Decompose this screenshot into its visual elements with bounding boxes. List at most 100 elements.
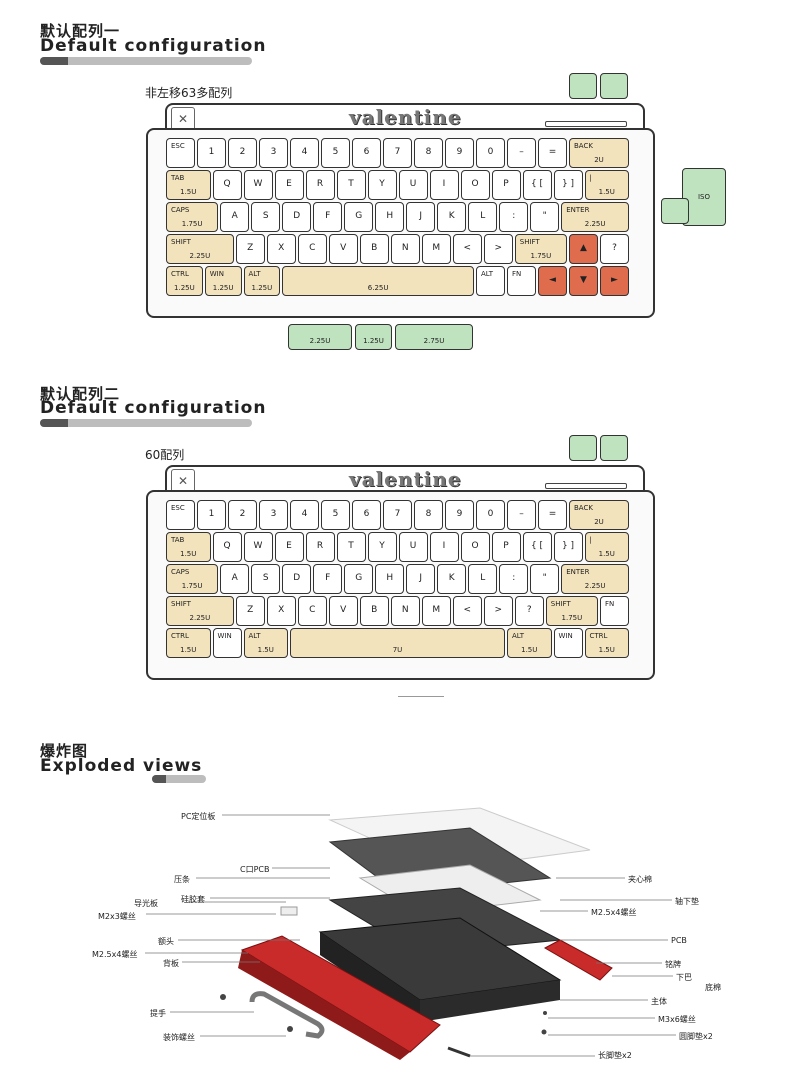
kb1-key-r2-4: F bbox=[313, 202, 343, 232]
red-back-side bbox=[238, 950, 410, 1060]
kb1-key-r1-9: O bbox=[460, 170, 490, 200]
section1-title-en: Default configuration bbox=[40, 36, 267, 56]
key-size-label: 1.5U bbox=[598, 188, 615, 196]
kb1-key-r0-1: 1 bbox=[197, 138, 226, 168]
key-label: T bbox=[348, 179, 354, 189]
key-size-label: 2.25U bbox=[189, 252, 211, 260]
kb2-key-r3-8: < bbox=[452, 596, 482, 626]
kb1-key-r1-12: } ] bbox=[553, 170, 583, 200]
kb1-key-r3-3: C bbox=[297, 234, 327, 264]
key-size-label: 2U bbox=[594, 518, 604, 526]
kb2-key-r1-1: Q bbox=[212, 532, 242, 562]
kb2-key-r3-12: FN bbox=[600, 596, 629, 626]
key-label: K bbox=[448, 573, 455, 583]
section2-title-cn: 默认配列二 bbox=[40, 385, 121, 403]
kb2-key-r2-11: " bbox=[530, 564, 560, 594]
kb2-key-r1-5: T bbox=[336, 532, 366, 562]
key-label: M bbox=[432, 243, 441, 253]
key-label: | bbox=[589, 174, 592, 182]
key-label: U bbox=[409, 179, 417, 189]
section1-layout-name: 非左移63多配列 bbox=[145, 86, 233, 100]
key-size-label: 6.25U bbox=[367, 284, 389, 292]
key-label: SHIFT bbox=[550, 600, 571, 608]
key-label: > bbox=[494, 243, 503, 253]
key-size-label: 1.5U bbox=[598, 646, 615, 654]
kb1-key-r1-11: { [ bbox=[522, 170, 552, 200]
label-deco-screw: 装饰螺丝 bbox=[163, 1033, 195, 1042]
kb1-key-r0-10: 0 bbox=[476, 138, 505, 168]
extra-key-125: 1.25U bbox=[355, 324, 392, 350]
key-label: 0 bbox=[487, 147, 494, 157]
kb1-key-r3-2: X bbox=[266, 234, 296, 264]
kb2-key-r3-6: N bbox=[390, 596, 420, 626]
kb2-key-r0-5: 5 bbox=[321, 500, 350, 530]
section3-title-cn: 爆炸图 bbox=[40, 742, 89, 760]
label-round-feet: 圆脚垫x2 bbox=[679, 1032, 713, 1041]
kb2-key-r2-6: H bbox=[375, 564, 405, 594]
key-label: D bbox=[293, 211, 301, 221]
key-label: BACK bbox=[574, 504, 593, 512]
kb2-key-r2-10: : bbox=[499, 564, 529, 594]
key-label: 4 bbox=[301, 509, 308, 519]
key-label: A bbox=[231, 211, 238, 221]
long-foot bbox=[447, 1046, 471, 1058]
exploded-view-diagram bbox=[145, 807, 676, 1060]
key-label: = bbox=[548, 147, 557, 157]
section2-divider-bar bbox=[40, 419, 252, 427]
key-label: F bbox=[325, 211, 331, 221]
kb2-key-r0-12: = bbox=[538, 500, 567, 530]
key-label: E bbox=[286, 541, 292, 551]
kb2-key-r2-8: K bbox=[437, 564, 467, 594]
kb1-key-r3-7: M bbox=[421, 234, 451, 264]
light-guide bbox=[280, 906, 298, 916]
kb1-key-r1-8: I bbox=[429, 170, 459, 200]
key-label: Z bbox=[247, 243, 254, 253]
kb2-key-r0-10: 0 bbox=[476, 500, 505, 530]
key-label: ▼ bbox=[580, 275, 587, 285]
kb1-key-r0-0: ESC bbox=[166, 138, 195, 168]
iso-extra-key bbox=[661, 198, 689, 224]
screw-5 bbox=[541, 1029, 547, 1035]
key-label: O bbox=[471, 541, 479, 551]
kb1-key-r0-8: 8 bbox=[414, 138, 443, 168]
key-label: 9 bbox=[456, 147, 463, 157]
kb2-key-r3-3: C bbox=[297, 596, 327, 626]
key-label: H bbox=[386, 211, 394, 221]
screw-4 bbox=[543, 1011, 547, 1015]
key-label: Z bbox=[247, 605, 254, 615]
key-label: S bbox=[262, 573, 269, 583]
key-label: CTRL bbox=[171, 270, 189, 278]
kb2-key-r1-13: |1.5U bbox=[584, 532, 629, 562]
key-size-label: 1.5U bbox=[180, 646, 197, 654]
key-label: E bbox=[286, 179, 292, 189]
kb2-key-r4-5: WIN bbox=[553, 628, 583, 658]
key-label: ◄ bbox=[549, 275, 556, 285]
key-label: 5 bbox=[332, 147, 339, 157]
label-pcb: PCB bbox=[671, 936, 687, 945]
key-label: Q bbox=[223, 179, 231, 189]
key-label: 3 bbox=[270, 147, 277, 157]
key-label: CAPS bbox=[171, 206, 190, 214]
label-light-guide: 导光板 bbox=[134, 899, 158, 908]
kb1-key-r0-4: 4 bbox=[290, 138, 319, 168]
key-label: C bbox=[309, 243, 316, 253]
key-label: CAPS bbox=[171, 568, 190, 576]
key-label: TAB bbox=[171, 174, 185, 182]
kb1-key-r2-2: S bbox=[251, 202, 281, 232]
kb1-brand: valentine bbox=[349, 105, 462, 129]
kb1-key-r4-8: ► bbox=[600, 266, 629, 296]
key-label: I bbox=[442, 541, 446, 551]
extra-key-top-3 bbox=[569, 435, 597, 461]
kb1-slot bbox=[545, 121, 627, 127]
key-label: 7 bbox=[394, 147, 401, 157]
handle bbox=[249, 991, 325, 1039]
kb1-key-r2-3: D bbox=[282, 202, 312, 232]
kb2-key-r1-2: W bbox=[243, 532, 273, 562]
kb2-key-r2-7: J bbox=[406, 564, 436, 594]
label-handle: 提手 bbox=[150, 1009, 166, 1018]
